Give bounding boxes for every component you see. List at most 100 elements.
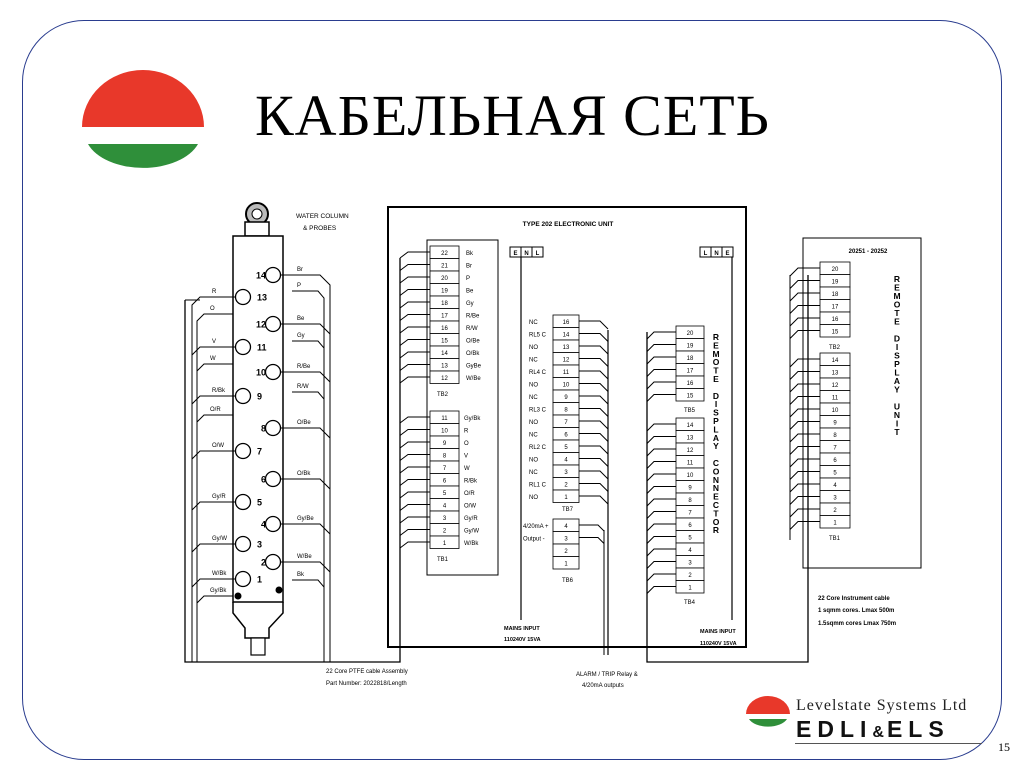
terminal-number: 2 [833, 508, 837, 514]
terminal-number: 14 [563, 333, 570, 339]
terminal-label: N [524, 251, 528, 257]
terminal-number: 2 [688, 573, 692, 579]
terminal-wire [399, 454, 430, 461]
terminal-label: E [725, 251, 729, 257]
probe-right-wire: Bk [292, 572, 325, 662]
terminal-number: 4 [564, 524, 568, 530]
connector-wire [646, 523, 676, 532]
terminal-label: L [536, 251, 540, 257]
terminal-number: 5 [564, 445, 568, 451]
terminal-number: 4 [443, 504, 447, 510]
terminal-number: 11 [832, 396, 839, 402]
wire-label: O/Be [297, 420, 311, 426]
connector-wire [646, 423, 676, 432]
terminal-number: 9 [688, 486, 692, 492]
terminal-number: 18 [687, 356, 694, 362]
terminal-wire [399, 314, 430, 321]
relay-label: RL1 C [529, 483, 547, 489]
probe-electrode-icon [264, 363, 282, 381]
page-number: 15 [998, 740, 1010, 754]
terminal-number: 3 [564, 537, 568, 543]
terminal-number: 13 [832, 371, 839, 377]
probe-wire [191, 578, 236, 662]
terminal-number: 10 [832, 408, 839, 414]
terminal-number: 10 [563, 383, 570, 389]
terminal-number: 16 [441, 326, 448, 332]
wire-label: O/W [212, 443, 224, 449]
terminal-wire-label: Bk [466, 251, 474, 257]
terminal-number: 8 [564, 408, 568, 414]
terminal-number: 22 [441, 251, 448, 257]
remote-wire [789, 421, 820, 430]
terminal-number: 9 [564, 395, 568, 401]
terminal-number: 15 [441, 339, 448, 345]
mains-right-label: MAINS INPUT [700, 629, 736, 635]
terminal-wire-label: R [464, 429, 469, 435]
brand-logo [746, 696, 790, 727]
terminal-number: 14 [687, 423, 694, 429]
terminal-wire [399, 339, 430, 346]
remote-vertical-label: REMOTE DISPLAY UNIT [892, 274, 902, 436]
tb-panel [426, 239, 499, 576]
terminal-number: 13 [441, 364, 448, 370]
terminal-number: 17 [687, 369, 694, 375]
terminal-number: 12 [441, 376, 448, 382]
connector-wire [646, 561, 676, 569]
terminal-wire [399, 504, 430, 511]
probe-pin [234, 592, 242, 600]
wire-label: V [212, 339, 216, 345]
remote-wire [789, 330, 820, 339]
terminal-wire [399, 429, 430, 436]
probe-column-title: WATER COLUMN [296, 213, 349, 220]
instrument-note-1: 22 Core Instrument cable [818, 596, 890, 602]
relay-wire [579, 483, 609, 492]
wire-label: O [210, 306, 215, 312]
remote-wire [789, 433, 820, 443]
terminal-wire [399, 301, 430, 309]
relay-label: RL2 C [529, 445, 547, 451]
probe-left-wire: Gy/Bk [196, 588, 233, 662]
brand-rule [795, 743, 982, 744]
probe-column-subtitle: & PROBES [303, 225, 337, 232]
unit-title: TYPE 202 ELECTRONIC UNIT [523, 221, 614, 228]
terminal-number: 3 [564, 470, 568, 476]
remote-wire [789, 371, 820, 380]
terminal-number: 20 [441, 276, 448, 282]
terminal-wire-label: R/Be [466, 314, 480, 320]
tb-name: TB6 [562, 578, 574, 584]
terminal-number: 9 [833, 421, 837, 427]
terminal-wire-label: R/Bk [464, 479, 478, 485]
relay-label: NO [529, 345, 538, 351]
column-top-vent-inner [251, 208, 263, 220]
alarm-note-1: ALARM / TRIP Relay & [576, 672, 638, 678]
electronic-unit-box [387, 206, 747, 648]
terminal-number: 2 [443, 529, 447, 535]
probe-number: 12 [256, 320, 266, 330]
relay-label: NO [529, 383, 538, 389]
probe-electrode-icon [234, 288, 252, 306]
relay-wire [579, 320, 609, 330]
terminal-number: 7 [443, 466, 447, 472]
terminal-number: 12 [563, 358, 570, 364]
terminal-wire-label: O/W [464, 504, 476, 510]
page-title: КАБЕЛЬНАЯ СЕТЬ [255, 83, 770, 148]
probe-wire [191, 450, 236, 662]
probe-number: 5 [257, 498, 262, 508]
terminal-wire [399, 326, 430, 334]
terminal-number: 17 [441, 314, 448, 320]
probe-wire [196, 595, 233, 662]
probe-number: 6 [261, 475, 266, 485]
probe-electrode-icon [264, 470, 282, 488]
wire-label: Gy/Be [297, 516, 314, 522]
terminal-wire-label: O/Bk [466, 351, 480, 357]
remote-wire [789, 358, 820, 368]
probe-left-wire: W [196, 356, 233, 662]
connector-wire [646, 436, 676, 444]
terminal-number: 19 [687, 344, 694, 350]
wire-label: O/R [210, 407, 221, 413]
column-bottom-taper [232, 602, 284, 639]
brand-mark-b: ELS [886, 716, 950, 742]
terminal-number: 4 [564, 458, 568, 464]
terminal-number: 1 [688, 586, 692, 592]
terminal-wire-label: GyBe [466, 364, 482, 370]
